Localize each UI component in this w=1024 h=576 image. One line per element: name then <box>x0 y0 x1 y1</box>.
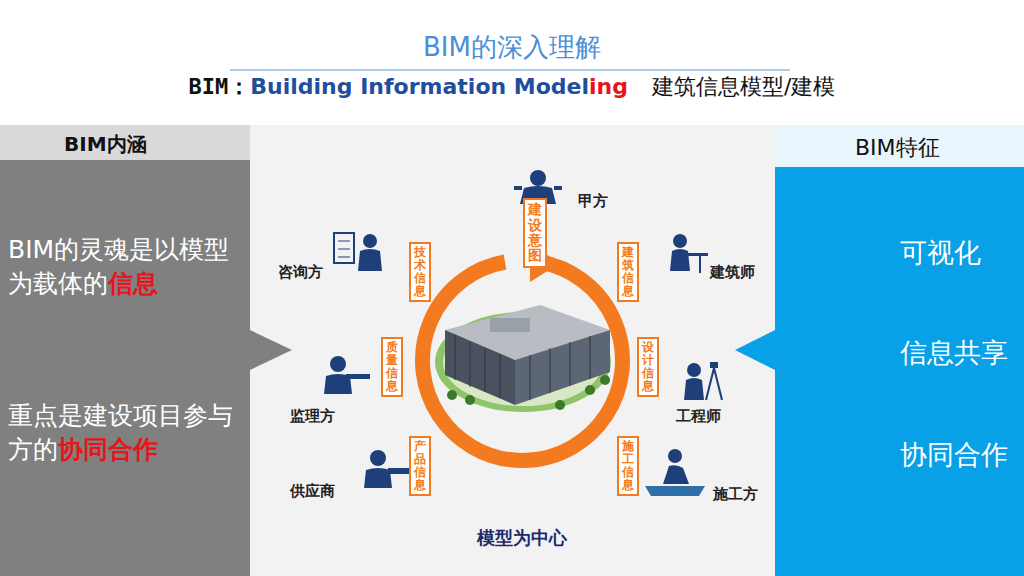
participant-label: 施工方 <box>713 485 758 504</box>
info-tag: 建筑信息 <box>617 242 639 303</box>
participant-label: 供应商 <box>290 482 335 501</box>
panel-paragraph: BIM的灵魂是以模型为载体的信息 <box>8 233 244 301</box>
title-rule <box>230 70 790 71</box>
subtitle-part: BIM： <box>189 74 251 99</box>
info-tag: 建设意图 <box>523 198 547 268</box>
participant-label: 监理方 <box>290 407 335 426</box>
feature-text: 协同合作 <box>900 437 1008 473</box>
highlight-text: 信息 <box>108 269 158 298</box>
tag-text: 施工信息 <box>622 440 634 493</box>
right-panel: BIM特征可视化信息共享协同合作 <box>735 125 1024 576</box>
panel-heading: BIM内涵 <box>64 131 147 158</box>
tag-text: 建设意图 <box>528 202 542 264</box>
feature-text: 信息共享 <box>900 335 1008 371</box>
person-icons <box>324 170 722 496</box>
participant-label: 甲方 <box>578 192 608 211</box>
info-tag: 设计信息 <box>637 337 659 398</box>
tag-text: 质量信息 <box>386 341 398 394</box>
info-tag: 施工信息 <box>617 436 639 497</box>
tag-text: 建筑信息 <box>622 246 634 299</box>
left-panel: BIM内涵 BIM的灵魂是以模型为载体的信息重点是建设项目参与方的协同合作 <box>0 125 292 576</box>
info-tag: 产品信息 <box>409 436 431 497</box>
tag-text: 产品信息 <box>414 440 426 493</box>
participant-label: 建筑师 <box>710 263 755 282</box>
center-ground <box>250 125 775 576</box>
building-model <box>435 305 611 412</box>
highlight-text: 协同合作 <box>58 435 158 464</box>
cycle-ring <box>422 244 622 460</box>
tag-text: 设计信息 <box>642 341 654 394</box>
info-tag: 技术信息 <box>409 242 431 303</box>
tag-text: 技术信息 <box>414 246 426 299</box>
info-tag: 质量信息 <box>381 337 403 398</box>
feature-text: 可视化 <box>900 235 981 271</box>
panel-heading: BIM特征 <box>855 133 940 163</box>
subtitle-part: ing <box>589 74 628 99</box>
undefined <box>0 125 292 576</box>
subtitle: BIM：Building Information Modeling 建筑信息模型/… <box>0 72 1024 102</box>
participant-label: 咨询方 <box>278 263 323 282</box>
subtitle-part: 建筑信息模型/建模 <box>652 74 835 99</box>
title: BIM的深入理解 <box>0 30 1024 65</box>
panel-paragraph: 重点是建设项目参与方的协同合作 <box>8 399 244 467</box>
participant-label: 工程师 <box>676 407 721 426</box>
center-caption: 模型为中心 <box>477 526 567 550</box>
subtitle-part: Building Information Model <box>250 74 589 99</box>
